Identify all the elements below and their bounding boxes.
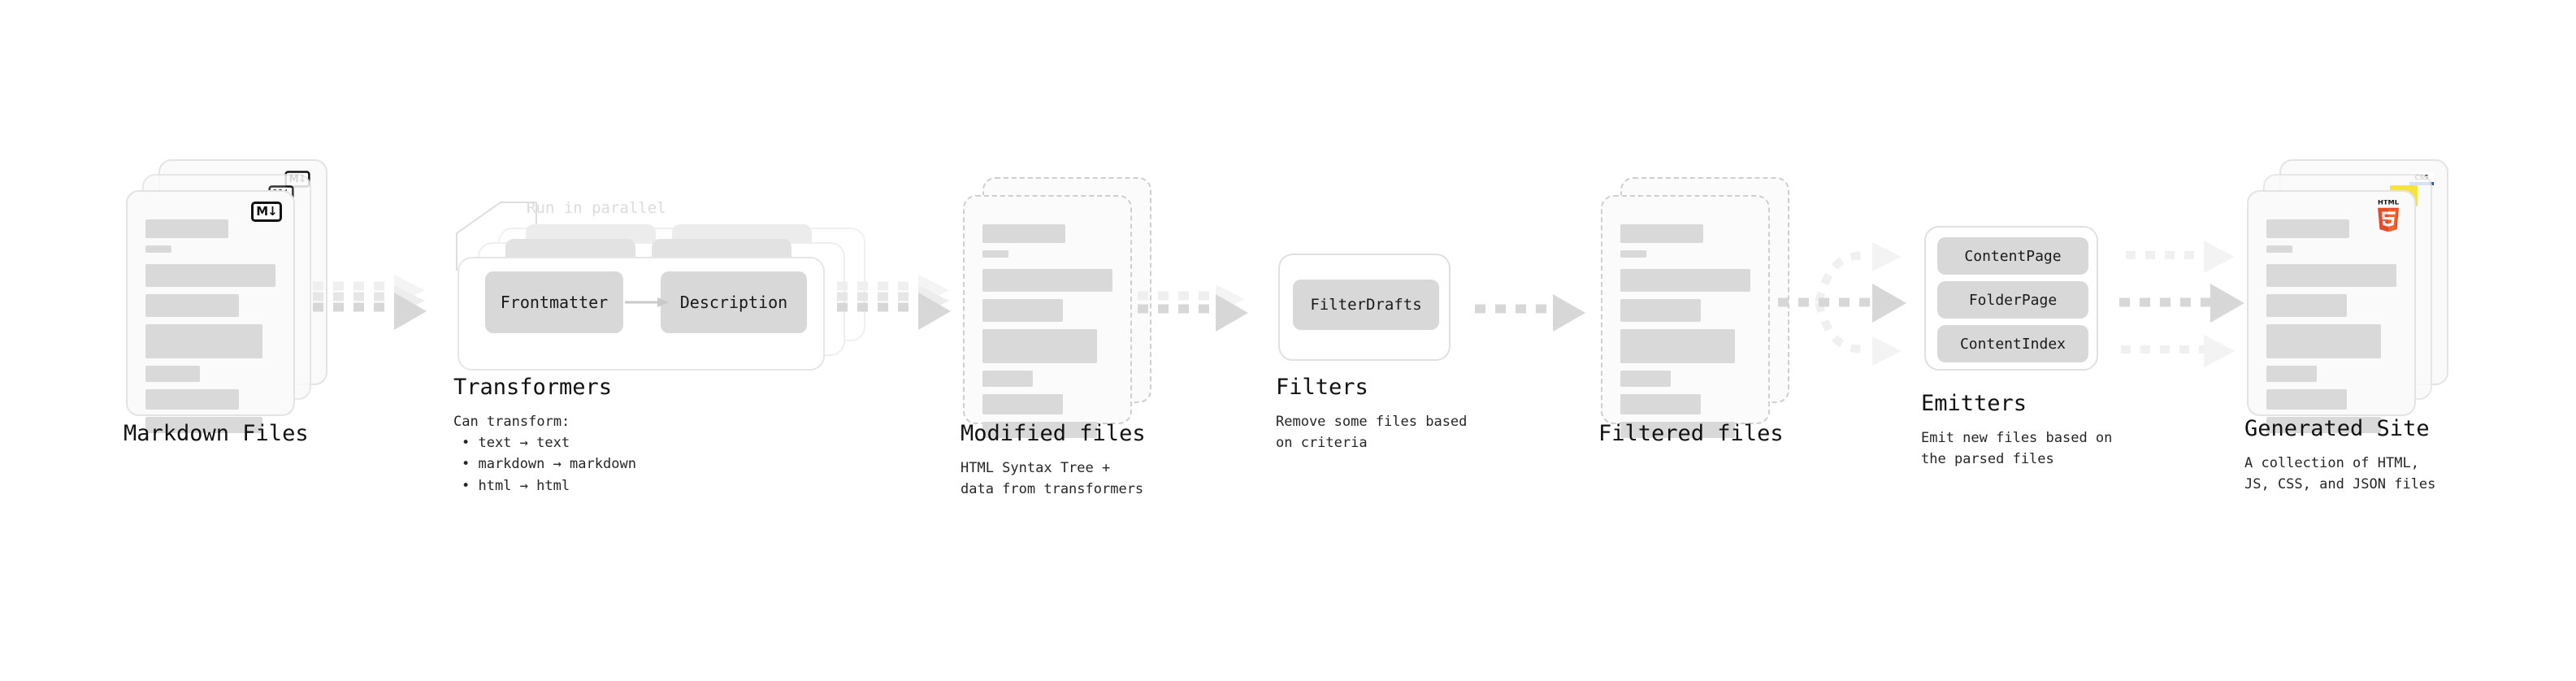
chip-filterdrafts[interactable]: FilterDrafts [1293, 280, 1439, 330]
arrow-filtered-to-emitters-fanout [1772, 221, 1934, 375]
transformers-title: Transformers [453, 375, 613, 400]
markdown-badge-icon: M↓ [251, 202, 282, 222]
doc-placeholder-lines [2266, 219, 2396, 440]
html5-badge-icon: HTML [2374, 197, 2403, 234]
run-in-parallel-label: Run in parallel [527, 199, 666, 217]
generated-site-caption: Generated Site A collection of HTML, JS,… [2244, 417, 2504, 495]
modified-files-caption: Modified files HTML Syntax Tree + data f… [961, 422, 1204, 500]
arrow-markdown-to-transformers [313, 275, 443, 330]
modified-files-title: Modified files [961, 421, 1146, 446]
filters-caption: Filters Remove some files based on crite… [1276, 375, 1520, 453]
emitters-subtext: Emit new files based on the parsed files [1921, 429, 2113, 468]
transformers-item-2: • html → html [462, 477, 570, 494]
arrow-filters-to-filtered [1475, 286, 1605, 332]
transformers-subtext: Can transform: • text → text • markdown … [453, 411, 722, 497]
arrow-modified-to-filters [1138, 284, 1268, 332]
modified-files-subtext: HTML Syntax Tree + data from transformer… [961, 459, 1144, 498]
arrow-transformers-to-modified [837, 275, 967, 330]
filters-box: FilterDrafts [1278, 254, 1451, 361]
transformers-item-0: • text → text [462, 435, 570, 452]
arrow-emitters-to-site [2113, 221, 2275, 375]
markdown-files-title: Markdown Files [124, 421, 309, 446]
emitters-box: ContentPage FolderPage ContentIndex [1924, 226, 2098, 371]
filters-subtext: Remove some files based on criteria [1276, 413, 1468, 452]
emitters-title: Emitters [1921, 391, 2027, 416]
doc-placeholder-lines [1620, 224, 1750, 445]
transformers-sub-intro: Can transform: [453, 413, 570, 430]
site-doc-html: HTML [2247, 190, 2416, 433]
generated-site-title: Generated Site [2244, 416, 2430, 441]
modified-doc-front [963, 195, 1132, 438]
doc-placeholder-lines [145, 219, 275, 440]
filters-title: Filters [1276, 375, 1368, 400]
chip-folderpage[interactable]: FolderPage [1937, 281, 2088, 319]
emitters-caption: Emitters Emit new files based on the par… [1921, 392, 2173, 470]
chip-frontmatter[interactable]: Frontmatter [485, 271, 623, 333]
chip-contentpage[interactable]: ContentPage [1937, 237, 2088, 275]
filtered-doc-front [1601, 195, 1770, 438]
filtered-files-title: Filtered files [1598, 421, 1784, 446]
run-in-parallel-bracket [455, 199, 553, 272]
doc-placeholder-lines [982, 224, 1112, 445]
chip-contentindex[interactable]: ContentIndex [1937, 325, 2088, 362]
generated-site-subtext: A collection of HTML, JS, CSS, and JSON … [2244, 454, 2436, 493]
chip-description[interactable]: Description [661, 271, 807, 333]
transformers-item-1: • markdown → markdown [462, 456, 636, 473]
filtered-files-caption: Filtered files [1598, 422, 1842, 446]
markdown-files-caption: Markdown Files [124, 422, 309, 446]
svg-text:HTML: HTML [2378, 200, 2400, 206]
transformers-caption: Transformers Can transform: • text → tex… [453, 375, 722, 497]
transformer-layer-front: Frontmatter Description [458, 257, 825, 371]
markdown-doc-front: M↓ [126, 190, 295, 433]
